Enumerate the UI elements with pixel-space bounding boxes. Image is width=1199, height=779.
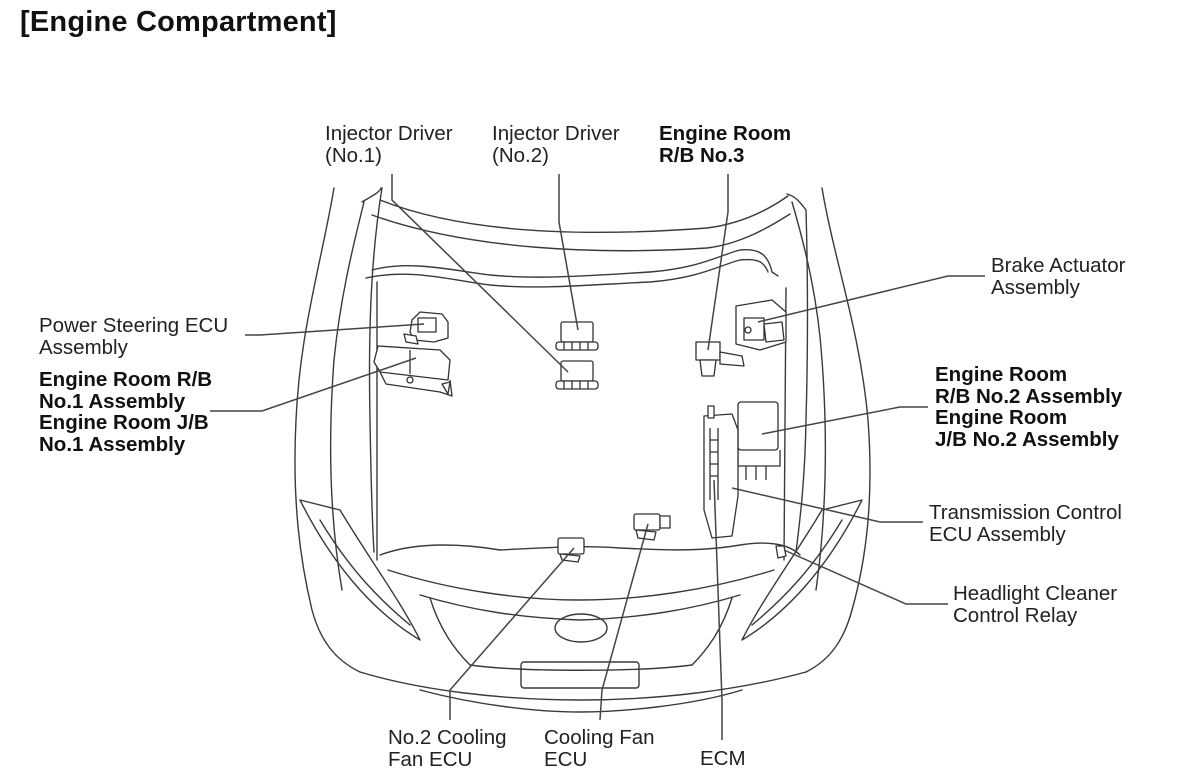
leader-headlight-cleaner-relay [783,549,948,605]
cowl-line-lower [365,258,769,288]
leader-injector-driver-2 [558,174,579,331]
grille-bottom [469,664,693,671]
license-plate [520,661,640,689]
right-headlight [741,499,863,641]
label-brake-actuator-assembly: Brake Actuator Assembly [991,254,1126,299]
right-fender-inner [791,201,827,591]
leader-lines [210,174,985,740]
engine-room-rb-jb-no2-part [737,401,781,480]
bumper-bottom [419,689,743,713]
ecm-transmission-ecu-part [703,405,739,539]
grille-left [429,597,471,666]
left-headlight [299,499,421,641]
car-body-outline [294,187,871,713]
left-headlight-inner [319,519,411,626]
brake-actuator-part [735,299,787,351]
injector-driver-no1-part [555,360,599,390]
bumper-top [387,569,775,601]
engine-room-rb-no3-part [695,341,745,377]
label-headlight-cleaner-relay: Headlight Cleaner Control Relay [953,582,1118,627]
label-engine-room-rb-no3: Engine Room R/B No.3 [659,122,792,167]
headlight-cleaner-relay-part [775,545,787,559]
left-fender-inner [330,201,365,591]
leader-engine-room-rb-jb-1 [210,357,417,412]
engine-room-rb-no1-part [373,345,453,397]
label-injector-driver-no2: Injector Driver (No.2) [492,122,620,167]
left-fender-outer [294,187,361,673]
leader-engine-room-rb-3 [707,174,729,351]
label-engine-room-rb-jb-no2: Engine Room R/B No.2 Assembly Engine Roo… [935,363,1123,451]
grille-right [691,597,733,666]
bumper-lower [359,671,807,701]
power-steering-ecu-part [403,311,449,345]
emblem [554,613,608,643]
leader-transmission-control-ecu [731,487,923,523]
diagram-title: [Engine Compartment] [20,6,337,38]
cooling-fan-ecu-part [633,513,671,541]
leader-ecm [713,479,723,740]
label-ecm: ECM [700,747,746,770]
leader-power-steering-ecu [245,323,425,336]
leader-brake-actuator [757,275,985,323]
label-transmission-control-ecu: Transmission Control ECU Assembly [929,501,1122,546]
grille-top [419,594,741,621]
label-cooling-fan-ecu: Cooling Fan ECU [544,726,655,771]
left-hood-edge [361,187,383,553]
label-no2-cooling-fan-ecu: No.2 Cooling Fan ECU [388,726,507,771]
right-fender-outer [805,187,871,673]
right-headlight-inner [751,519,843,626]
cowl-line-upper [371,248,779,278]
right-hood-edge [786,193,809,553]
radiator-support [379,542,801,556]
leader-engine-room-rb-jb-2 [761,406,928,435]
leader-injector-driver-1 [391,174,569,373]
leader-cooling-fan-ecu [599,523,649,721]
label-engine-room-rb-jb-no1: Engine Room R/B No.1 Assembly Engine Roo… [39,368,213,456]
no2-cooling-fan-ecu-part [557,537,585,563]
leader-no2-cooling-fan-ecu [449,547,575,720]
label-power-steering-ecu-assembly: Power Steering ECU Assembly [39,314,229,359]
label-injector-driver-no1: Injector Driver (No.1) [325,122,453,167]
firewall-top [379,195,789,234]
firewall-bottom [371,213,791,252]
